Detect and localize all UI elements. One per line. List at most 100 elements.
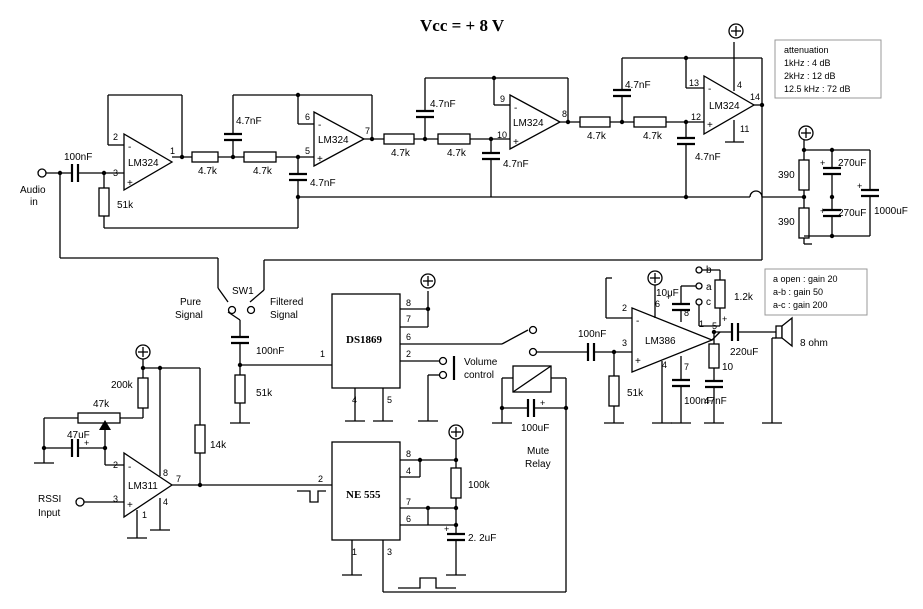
svg-text:10: 10 [497, 130, 507, 140]
svg-text:6: 6 [406, 332, 411, 342]
svg-text:8: 8 [562, 109, 567, 119]
svg-text:+: + [820, 206, 825, 216]
svg-text:100uF: 100uF [521, 423, 549, 434]
svg-text:6: 6 [406, 514, 411, 524]
gain-row-3: a-c : gain 200 [773, 300, 828, 310]
svg-text:4: 4 [737, 80, 742, 90]
svg-text:DS1869: DS1869 [346, 334, 383, 346]
svg-text:2. 2uF: 2. 2uF [468, 533, 496, 544]
volume-control-label-2: control [464, 370, 494, 381]
svg-text:390: 390 [778, 170, 795, 181]
svg-text:8: 8 [163, 468, 168, 478]
svg-text:5: 5 [305, 146, 310, 156]
svg-text:+: + [444, 524, 449, 534]
svg-text:-: - [514, 103, 517, 114]
opamp-2: LM324 - + 6 5 7 [295, 92, 384, 168]
opamp-1: LM324 - + 2 3 1 [107, 94, 192, 192]
svg-text:4.7k: 4.7k [391, 148, 411, 159]
svg-text:7: 7 [176, 474, 181, 484]
switch-wiring [60, 257, 762, 303]
c-in-label: 100nF [64, 152, 92, 163]
sw1: SW1 Pure Signal Filtered Signal 100nF 51… [175, 286, 332, 424]
svg-text:3: 3 [387, 547, 392, 557]
svg-text:2: 2 [406, 349, 411, 359]
svg-text:1000uF: 1000uF [874, 206, 908, 217]
svg-text:2: 2 [622, 303, 627, 313]
svg-text:3: 3 [622, 338, 627, 348]
svg-text:7: 7 [684, 362, 689, 372]
svg-text:2: 2 [113, 132, 118, 142]
svg-text:220uF: 220uF [730, 347, 758, 358]
svg-text:-: - [128, 462, 131, 473]
svg-text:47uF: 47uF [67, 430, 90, 441]
svg-text:14: 14 [750, 92, 760, 102]
svg-text:8: 8 [406, 449, 411, 459]
svg-text:4.7nF: 4.7nF [430, 99, 456, 110]
svg-text:+: + [127, 178, 133, 189]
svg-text:-: - [636, 316, 639, 327]
svg-text:200k: 200k [111, 380, 134, 391]
volume-control-label-1: Volume [464, 357, 498, 368]
pure-signal-label-1: Pure [180, 297, 202, 308]
svg-text:6: 6 [655, 299, 660, 309]
gain-row-1: a open : gain 20 [773, 274, 838, 284]
attenuation-row-1: 1kHz : 4 dB [784, 58, 831, 68]
filter-stage-3: 4.7k 4.7nF 4.7k 4.7nF [579, 57, 762, 200]
svg-text:+: + [513, 137, 519, 148]
svg-text:-: - [318, 120, 321, 131]
svg-text:5: 5 [387, 395, 392, 405]
svg-text:+: + [666, 292, 671, 302]
svg-text:4: 4 [662, 360, 667, 370]
svg-text:LM324: LM324 [513, 118, 544, 129]
svg-text:11: 11 [740, 124, 749, 134]
svg-text:+: + [722, 314, 727, 324]
svg-text:100nF: 100nF [256, 346, 284, 357]
audio-in-label-2: in [30, 197, 38, 208]
svg-text:4: 4 [406, 466, 411, 476]
ne555: NE 555 8 4 7 6 2 1 3 100k + 2. 2uF [318, 424, 566, 593]
svg-text:-: - [128, 142, 131, 153]
svg-text:13: 13 [689, 78, 699, 88]
svg-text:+: + [707, 120, 713, 131]
svg-text:7: 7 [406, 497, 411, 507]
svg-text:47k: 47k [93, 399, 110, 410]
svg-text:4.7k: 4.7k [253, 166, 273, 177]
svg-text:a: a [706, 282, 712, 293]
svg-text:1: 1 [170, 146, 175, 156]
svg-text:10: 10 [722, 362, 734, 373]
svg-text:14k: 14k [210, 440, 227, 451]
title: Vcc = + 8 V [420, 16, 505, 35]
filter-stage-2: 4.7k 4.7nF 4.7k 4.7nF [383, 77, 568, 197]
svg-text:+: + [84, 438, 89, 448]
svg-text:4.7nF: 4.7nF [695, 152, 721, 163]
gain-row-2: a-b : gain 50 [773, 287, 823, 297]
svg-text:SW1: SW1 [232, 286, 254, 297]
rssi-input-label-1: RSSI [38, 494, 61, 505]
svg-text:7: 7 [365, 126, 370, 136]
svg-text:4.7nF: 4.7nF [625, 80, 651, 91]
svg-text:1: 1 [142, 510, 147, 520]
svg-text:51k: 51k [627, 388, 644, 399]
svg-text:LM386: LM386 [645, 336, 676, 347]
mute-relay: + 100uF Mute Relay [492, 347, 588, 592]
mute-relay-label-2: Relay [525, 459, 551, 470]
audio-in-label-1: Audio [20, 185, 46, 196]
svg-text:4.7k: 4.7k [447, 148, 467, 159]
svg-text:9: 9 [500, 94, 505, 104]
filter-stage-1: 4.7k 4.7nF 4.7k 4.7nF [191, 94, 372, 228]
svg-text:3: 3 [113, 494, 118, 504]
svg-text:4.7k: 4.7k [643, 131, 663, 142]
pure-signal-label-2: Signal [175, 310, 203, 321]
svg-text:1: 1 [320, 349, 325, 359]
r-bias-label: 51k [117, 200, 134, 211]
svg-text:+: + [820, 158, 825, 168]
svg-text:10uF: 10uF [656, 288, 679, 299]
bias-divider: 390 390 + 270uF + 270uF + 1000uF [298, 125, 908, 245]
svg-text:4.7nF: 4.7nF [236, 116, 262, 127]
svg-text:LM324: LM324 [318, 135, 349, 146]
svg-text:c: c [706, 297, 711, 308]
svg-text:8: 8 [406, 298, 411, 308]
svg-text:+: + [540, 398, 545, 408]
svg-text:4.7k: 4.7k [198, 166, 218, 177]
attenuation-heading: attenuation [784, 45, 829, 55]
